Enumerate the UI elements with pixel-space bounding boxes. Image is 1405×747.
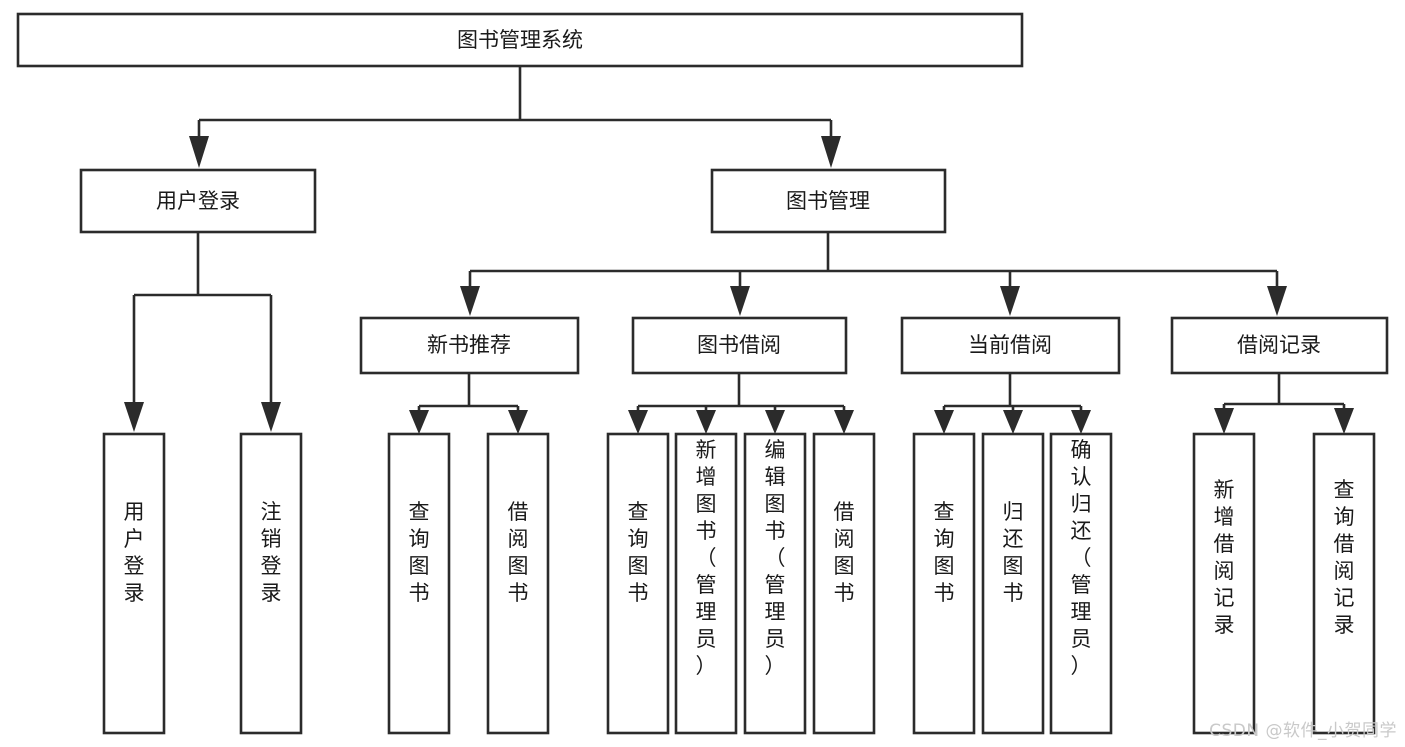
leaf-user-login-login-label: 用户登录: [124, 500, 145, 605]
node-current-borrow-box[interactable]: [900, 316, 1121, 375]
node-user-login[interactable]: 用户登录: [79, 168, 317, 234]
leaf-current-borrow-query-book[interactable]: 查询图书: [912, 432, 976, 735]
node-new-book-recommend-box[interactable]: [359, 316, 580, 375]
leaf-current-borrow-confirm-return-label: 确认归还（管理员）: [1071, 438, 1092, 678]
leaf-book-borrow-query-book[interactable]: 查询图书: [606, 432, 670, 735]
arrow-head-book-borrow-leaf-2: [696, 410, 716, 434]
leaf-book-borrow-edit-book-label: 编辑图书（管理员）: [765, 438, 786, 678]
arrow-head-book-borrow-leaf-1: [628, 410, 648, 434]
arrow-head-current-borrow-leaf-3: [1071, 410, 1091, 434]
leaf-book-borrow-edit-book[interactable]: 编辑图书（管理员）: [743, 432, 807, 735]
leaf-user-login-logout[interactable]: 注销登录: [239, 432, 303, 735]
arrow-head-user-login-leaf-1: [124, 402, 144, 432]
arrow-head-to-book-borrow: [730, 286, 750, 316]
node-current-borrow-label: 当前借阅: [968, 333, 1052, 357]
leaf-book-borrow-query-book-label: 查询图书: [628, 500, 649, 605]
node-root-box[interactable]: [16, 12, 1024, 68]
leaf-user-login-login[interactable]: 用户登录: [102, 432, 166, 735]
arrow-head-to-borrow-record: [1267, 286, 1287, 316]
node-user-login-label: 用户登录: [156, 189, 240, 213]
arrow-head-current-borrow-leaf-1: [934, 410, 954, 434]
leaf-new-book-borrow-book[interactable]: 借阅图书: [486, 432, 550, 735]
arrow-head-to-book-management: [821, 136, 841, 168]
arrow-head-borrow-record-leaf-1: [1214, 408, 1234, 434]
node-book-management-box[interactable]: [710, 168, 947, 234]
leaf-new-book-query-book[interactable]: 查询图书: [387, 432, 451, 735]
arrow-head-borrow-record-leaf-2: [1334, 408, 1354, 434]
leaf-borrow-record-query-record-box[interactable]: [1312, 432, 1376, 735]
arrow-head-to-user-login: [189, 136, 209, 168]
arrow-head-to-current-borrow: [1000, 286, 1020, 316]
node-new-book-recommend[interactable]: 新书推荐: [359, 316, 580, 375]
node-borrow-record-box[interactable]: [1170, 316, 1389, 375]
node-book-borrow[interactable]: 图书借阅: [631, 316, 848, 375]
leaf-book-borrow-query-book-box[interactable]: [606, 432, 670, 735]
leaf-book-borrow-borrow-book-box[interactable]: [812, 432, 876, 735]
leaf-borrow-record-query-record[interactable]: 查询借阅记录: [1312, 432, 1376, 735]
leaf-book-borrow-add-book[interactable]: 新增图书（管理员）: [674, 432, 738, 735]
leaf-user-login-logout-box[interactable]: [239, 432, 303, 735]
node-book-management[interactable]: 图书管理: [710, 168, 947, 234]
leaf-book-borrow-add-book-label: 新增图书（管理员）: [696, 438, 717, 678]
arrow-head-new-book-leaf-2: [508, 410, 528, 434]
leaf-book-borrow-add-book-box[interactable]: [674, 432, 738, 735]
node-new-book-recommend-label: 新书推荐: [427, 333, 511, 357]
leaf-book-borrow-edit-book-box[interactable]: [743, 432, 807, 735]
leaf-book-borrow-borrow-book-label: 借阅图书: [834, 500, 855, 605]
leaf-current-borrow-query-book-box[interactable]: [912, 432, 976, 735]
leaf-borrow-record-add-record-label: 新增借阅记录: [1214, 478, 1235, 637]
leaf-new-book-query-book-box[interactable]: [387, 432, 451, 735]
node-book-borrow-box[interactable]: [631, 316, 848, 375]
leaf-new-book-borrow-book-box[interactable]: [486, 432, 550, 735]
leaf-new-book-query-book-label: 查询图书: [409, 500, 430, 605]
leaf-new-book-borrow-book-label: 借阅图书: [508, 500, 529, 605]
leaf-book-borrow-borrow-book[interactable]: 借阅图书: [812, 432, 876, 735]
node-root-book-management-system[interactable]: 图书管理系统: [16, 12, 1024, 68]
node-borrow-record[interactable]: 借阅记录: [1170, 316, 1389, 375]
leaf-borrow-record-add-record-box[interactable]: [1192, 432, 1256, 735]
arrow-head-book-borrow-leaf-4: [834, 410, 854, 434]
leaf-borrow-record-query-record-label: 查询借阅记录: [1334, 478, 1355, 637]
node-root-label: 图书管理系统: [457, 28, 583, 52]
node-book-management-label: 图书管理: [786, 189, 870, 213]
arrow-head-user-login-leaf-2: [261, 402, 281, 432]
arrow-head-new-book-leaf-1: [409, 410, 429, 434]
node-borrow-record-label: 借阅记录: [1237, 333, 1321, 357]
leaf-current-borrow-confirm-return-box[interactable]: [1049, 432, 1113, 735]
arrow-head-book-borrow-leaf-3: [765, 410, 785, 434]
leaf-current-borrow-query-book-label: 查询图书: [934, 500, 955, 605]
leaf-current-borrow-confirm-return[interactable]: 确认归还（管理员）: [1049, 432, 1113, 735]
leaf-user-login-login-box[interactable]: [102, 432, 166, 735]
leaf-current-borrow-return-book[interactable]: 归还图书: [981, 432, 1045, 735]
arrow-head-current-borrow-leaf-2: [1003, 410, 1023, 434]
leaf-current-borrow-return-book-label: 归还图书: [1003, 500, 1024, 605]
node-current-borrow[interactable]: 当前借阅: [900, 316, 1121, 375]
leaf-user-login-logout-label: 注销登录: [261, 500, 282, 605]
node-book-borrow-label: 图书借阅: [697, 333, 781, 357]
arrow-head-to-new-book-recommend: [460, 286, 480, 316]
leaf-borrow-record-add-record[interactable]: 新增借阅记录: [1192, 432, 1256, 735]
leaf-current-borrow-return-book-box[interactable]: [981, 432, 1045, 735]
